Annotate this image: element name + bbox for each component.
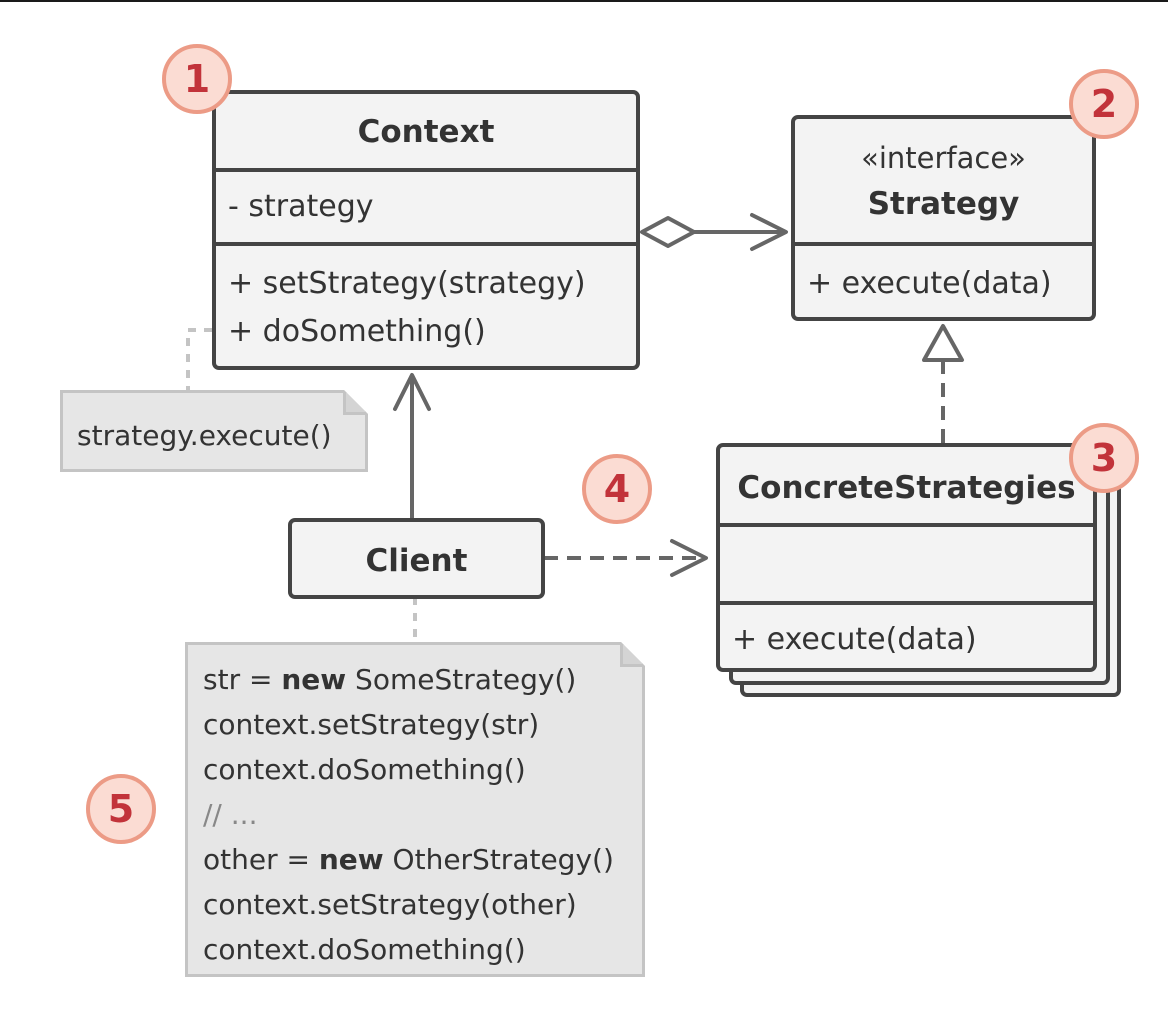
code-line-3: context.doSomething() xyxy=(203,753,526,786)
code-line-6: context.setStrategy(other) xyxy=(203,888,577,921)
keyword-new: new xyxy=(318,843,384,876)
realization-connector xyxy=(922,324,964,443)
badge-1: 1 xyxy=(162,44,232,114)
context-fields: - strategy xyxy=(216,168,636,242)
strategy-method-execute: + execute(data) xyxy=(807,266,1052,301)
code-line-4-comment: // ... xyxy=(203,798,258,831)
concrete-strategies-methods: + execute(data) xyxy=(720,601,1093,668)
badge-2: 2 xyxy=(1069,69,1139,139)
dependency-connector xyxy=(544,539,708,577)
strategy-methods: + execute(data) xyxy=(795,242,1092,317)
top-border xyxy=(0,0,1168,2)
aggregation-connector xyxy=(640,213,788,251)
client-class[interactable]: Client xyxy=(288,518,545,599)
concrete-method-execute: + execute(data) xyxy=(732,622,977,657)
client-class-name: Client xyxy=(365,543,468,579)
context-note: strategy.execute() xyxy=(60,390,368,472)
badge-5: 5 xyxy=(86,774,156,844)
code-line-2: context.setStrategy(str) xyxy=(203,708,540,741)
association-connector xyxy=(393,373,431,519)
context-method-dosomething: + doSomething() xyxy=(228,314,486,349)
strategy-class-name: Strategy xyxy=(867,186,1020,222)
client-note-code: str = new SomeStrategy() context.setStra… xyxy=(188,645,642,972)
concrete-strategies-fields xyxy=(720,523,1093,601)
context-methods: + setStrategy(strategy) + doSomething() xyxy=(216,242,636,366)
context-class-name: Context xyxy=(357,114,495,150)
code-line-7: context.doSomething() xyxy=(203,933,526,966)
keyword-new: new xyxy=(281,663,347,696)
strategy-header: «interface» Strategy xyxy=(795,119,1092,242)
concrete-strategies-class[interactable]: ConcreteStrategies + execute(data) xyxy=(716,443,1097,672)
context-note-anchor xyxy=(186,328,212,393)
code-line-1: str = new SomeStrategy() xyxy=(203,663,577,696)
concrete-strategies-name: ConcreteStrategies xyxy=(737,470,1076,506)
badge-3: 3 xyxy=(1069,423,1139,493)
code-line-5: other = new OtherStrategy() xyxy=(203,843,614,876)
context-method-setstrategy: + setStrategy(strategy) xyxy=(228,266,586,301)
client-note: str = new SomeStrategy() context.setStra… xyxy=(185,642,645,977)
badge-4: 4 xyxy=(582,454,652,524)
context-note-text: strategy.execute() xyxy=(77,419,332,452)
context-field-strategy: - strategy xyxy=(228,189,374,224)
strategy-stereotype: «interface» xyxy=(861,141,1026,175)
context-class[interactable]: Context - strategy + setStrategy(strateg… xyxy=(212,90,640,370)
strategy-interface[interactable]: «interface» Strategy + execute(data) xyxy=(791,115,1096,321)
